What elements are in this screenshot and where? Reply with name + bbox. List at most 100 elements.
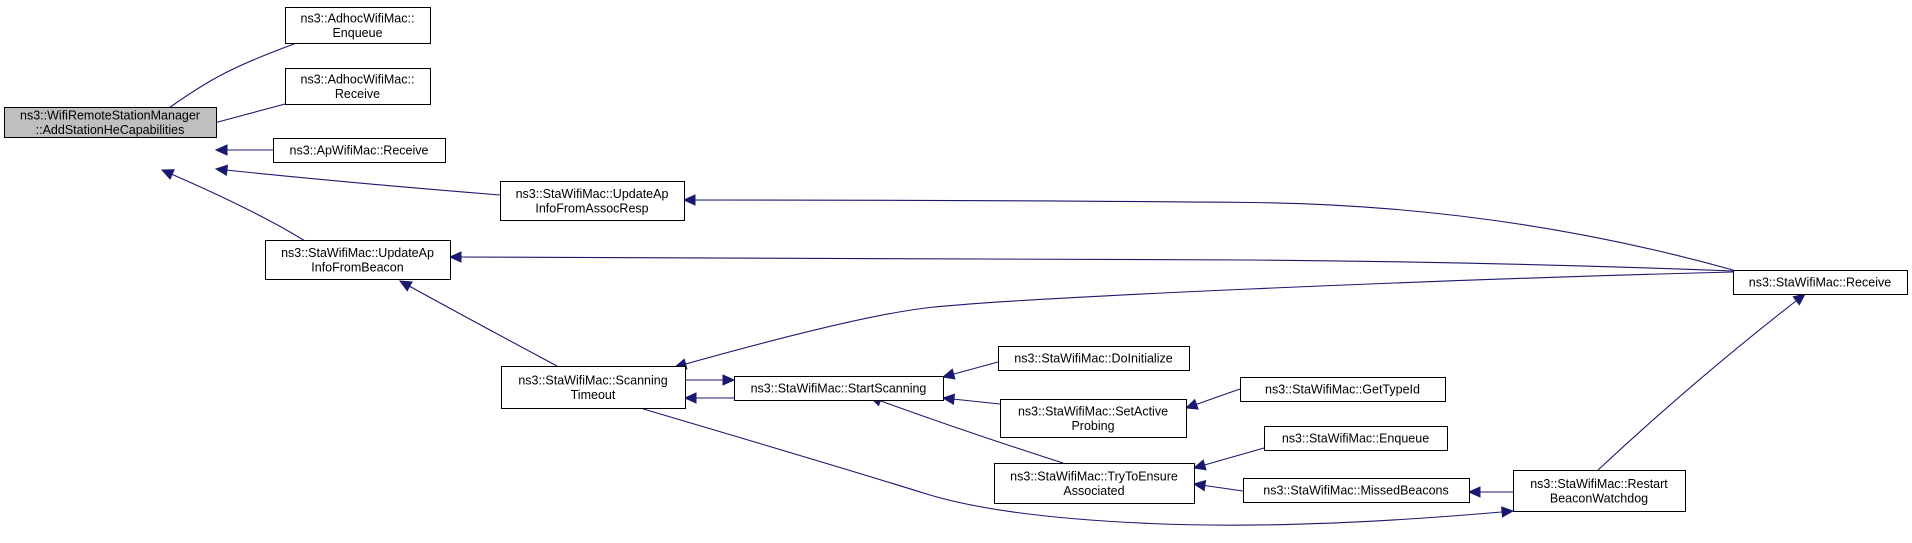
edge-sta-receive-to-scanning-timeout xyxy=(673,271,1734,370)
node-adhoc-enqueue-box xyxy=(285,7,431,44)
node-update-beacon-box xyxy=(265,240,451,280)
edge-set-active-probing-to-start-scanning-arrowhead xyxy=(941,393,956,405)
node-get-type-id-box xyxy=(1240,377,1446,402)
edge-missed-beacons-to-try-to-ensure xyxy=(1192,479,1244,492)
node-adhoc-receive[interactable]: ns3::AdhocWifiMac::Receive xyxy=(285,68,431,105)
node-scanning-timeout-label-line: ns3::StaWifiMac::Scanning xyxy=(518,373,667,387)
node-adhoc-receive-label-line: Receive xyxy=(335,87,380,101)
edge-adhoc-enqueue-to-root-line xyxy=(147,43,295,124)
edge-restart-watchdog-to-sta-receive xyxy=(1597,293,1806,471)
node-root[interactable]: ns3::WifiRemoteStationManager::AddStatio… xyxy=(4,107,217,138)
edge-start-scanning-to-scanning-timeout-arrowhead xyxy=(683,392,697,404)
node-sta-receive-box xyxy=(1733,270,1908,295)
edge-update-beacon-to-root-arrowhead xyxy=(160,169,175,180)
edge-sta-receive-to-update-beacon-arrowhead xyxy=(448,251,462,263)
node-missed-beacons-box xyxy=(1243,478,1470,503)
edge-sta-receive-to-update-assoc-arrowhead xyxy=(682,194,696,206)
edge-do-initialize-to-start-scanning-arrowhead xyxy=(941,368,956,380)
node-sta-receive-label-line: ns3::StaWifiMac::Receive xyxy=(1749,276,1891,290)
edge-get-type-id-to-set-active-probing xyxy=(1184,388,1241,410)
node-try-to-ensure-box xyxy=(994,463,1195,504)
node-start-scanning-box xyxy=(734,376,944,401)
node-restart-watchdog-label-line: BeaconWatchdog xyxy=(1550,491,1648,505)
edge-update-beacon-to-root-line xyxy=(161,169,306,242)
edge-sta-receive-to-update-assoc-line xyxy=(683,199,1734,271)
edge-get-type-id-to-set-active-probing-arrowhead xyxy=(1184,398,1199,410)
node-ap-receive[interactable]: ns3::ApWifiMac::Receive xyxy=(273,138,446,163)
edge-layer xyxy=(147,43,1806,526)
edge-sta-enqueue-to-try-to-ensure-line xyxy=(1193,447,1265,469)
node-update-beacon-label-line: InfoFromBeacon xyxy=(311,260,403,274)
node-set-active-probing-label-line: Probing xyxy=(1071,419,1114,433)
edge-start-scanning-to-scanning-timeout xyxy=(683,392,734,404)
node-ap-receive-label-line: ns3::ApWifiMac::Receive xyxy=(290,144,429,158)
node-try-to-ensure-label-line: Associated xyxy=(1063,484,1124,498)
edge-ap-receive-to-root xyxy=(214,144,273,156)
edge-scanning-timeout-to-start-scanning xyxy=(685,374,736,386)
node-do-initialize[interactable]: ns3::StaWifiMac::DoInitialize xyxy=(998,346,1190,371)
node-try-to-ensure-label-line: ns3::StaWifiMac::TryToEnsure xyxy=(1010,469,1178,483)
node-restart-watchdog-label-line: ns3::StaWifiMac::Restart xyxy=(1530,477,1668,491)
node-adhoc-enqueue[interactable]: ns3::AdhocWifiMac::Enqueue xyxy=(285,7,431,44)
node-sta-enqueue[interactable]: ns3::StaWifiMac::Enqueue xyxy=(1264,426,1448,451)
edge-scanning-timeout-to-restart-watchdog-arrowhead xyxy=(1501,506,1515,518)
node-adhoc-enqueue-label-line: ns3::AdhocWifiMac:: xyxy=(301,11,415,25)
edge-update-assoc-to-root-line xyxy=(215,168,501,196)
edge-scanning-timeout-to-restart-watchdog-line xyxy=(639,407,1514,526)
node-update-assoc-label-line: InfoFromAssocResp xyxy=(535,201,648,215)
node-root-label-line: ns3::WifiRemoteStationManager xyxy=(20,108,200,122)
edge-scanning-timeout-to-start-scanning-arrowhead xyxy=(722,374,736,386)
node-scanning-timeout-box xyxy=(501,366,686,409)
node-layer: ns3::WifiRemoteStationManager::AddStatio… xyxy=(4,7,1908,512)
edge-scanning-timeout-to-update-beacon-line xyxy=(399,280,558,367)
edge-ap-receive-to-root-arrowhead xyxy=(214,144,228,156)
edge-sta-enqueue-to-try-to-ensure-arrowhead xyxy=(1192,459,1207,471)
node-set-active-probing-box xyxy=(1000,399,1187,438)
edge-restart-watchdog-to-sta-receive-arrowhead xyxy=(1792,293,1806,306)
node-ap-receive-box xyxy=(273,138,446,163)
node-set-active-probing-label-line: ns3::StaWifiMac::SetActive xyxy=(1018,404,1168,418)
node-missed-beacons[interactable]: ns3::StaWifiMac::MissedBeacons xyxy=(1243,478,1470,503)
node-update-assoc-box xyxy=(500,181,685,221)
edge-restart-watchdog-to-missed-beacons xyxy=(1467,486,1513,498)
edge-do-initialize-to-start-scanning xyxy=(941,361,999,380)
node-adhoc-receive-box xyxy=(285,68,431,105)
node-adhoc-enqueue-label-line: Enqueue xyxy=(332,26,382,40)
edge-set-active-probing-to-start-scanning xyxy=(941,393,1001,405)
node-adhoc-receive-label-line: ns3::AdhocWifiMac:: xyxy=(301,72,415,86)
edge-sta-enqueue-to-try-to-ensure xyxy=(1192,447,1265,471)
edge-missed-beacons-to-try-to-ensure-arrowhead xyxy=(1192,479,1207,492)
node-update-beacon-label-line: ns3::StaWifiMac::UpdateAp xyxy=(281,246,434,260)
node-do-initialize-box xyxy=(998,346,1190,371)
edge-scanning-timeout-to-restart-watchdog xyxy=(639,407,1515,526)
node-root-label-line: ::AddStationHeCapabilities xyxy=(36,123,185,137)
node-root-box xyxy=(4,107,217,138)
node-get-type-id[interactable]: ns3::StaWifiMac::GetTypeId xyxy=(1240,377,1446,402)
node-sta-enqueue-label-line: ns3::StaWifiMac::Enqueue xyxy=(1282,432,1429,446)
node-get-type-id-label-line: ns3::StaWifiMac::GetTypeId xyxy=(1265,383,1420,397)
node-scanning-timeout-label-line: Timeout xyxy=(571,388,616,402)
edge-sta-receive-to-update-assoc xyxy=(682,194,1734,271)
node-start-scanning-label-line: ns3::StaWifiMac::StartScanning xyxy=(751,382,927,396)
edge-sta-receive-to-update-beacon xyxy=(448,251,1734,272)
edge-update-assoc-to-root xyxy=(214,164,501,196)
edge-restart-watchdog-to-sta-receive-line xyxy=(1597,293,1806,471)
node-update-assoc-label-line: ns3::StaWifiMac::UpdateAp xyxy=(516,187,669,201)
edge-update-beacon-to-root xyxy=(160,169,306,242)
node-sta-receive[interactable]: ns3::StaWifiMac::Receive xyxy=(1733,270,1908,295)
node-missed-beacons-label-line: ns3::StaWifiMac::MissedBeacons xyxy=(1263,484,1449,498)
node-sta-enqueue-box xyxy=(1264,426,1448,451)
node-do-initialize-label-line: ns3::StaWifiMac::DoInitialize xyxy=(1014,352,1172,366)
node-start-scanning[interactable]: ns3::StaWifiMac::StartScanning xyxy=(734,376,944,401)
node-update-assoc[interactable]: ns3::StaWifiMac::UpdateApInfoFromAssocRe… xyxy=(500,181,685,221)
node-restart-watchdog-box xyxy=(1513,470,1686,512)
edge-scanning-timeout-to-update-beacon-arrowhead xyxy=(398,280,413,292)
edge-restart-watchdog-to-missed-beacons-arrowhead xyxy=(1467,486,1481,498)
edge-try-to-ensure-to-start-scanning-line xyxy=(869,396,1064,464)
